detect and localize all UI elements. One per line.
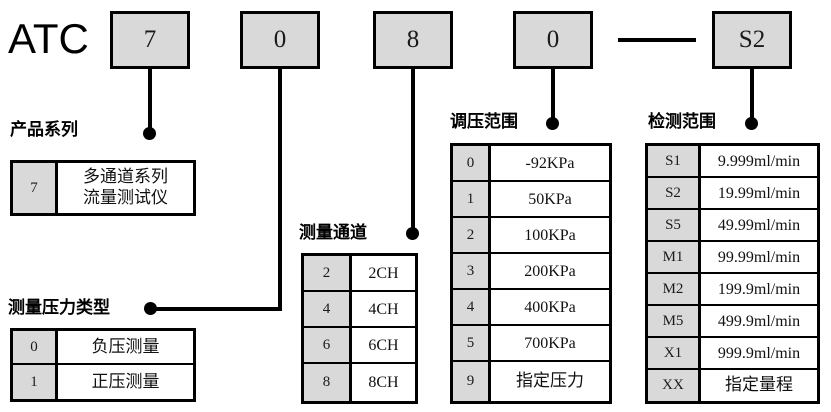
- cell-desc: 2CH: [352, 256, 415, 290]
- table-row: 6 6CH: [304, 328, 415, 364]
- cell-code: 8: [304, 364, 352, 401]
- table-row: 1 正压测量: [13, 365, 193, 399]
- cell-desc: 多通道系列 流量测试仪: [58, 163, 193, 213]
- table-row: 1 50KPa: [453, 182, 609, 218]
- cell-desc: 指定压力: [491, 362, 609, 401]
- connector-detection-range-vertical: [750, 69, 754, 123]
- cell-desc: 4CH: [352, 292, 415, 326]
- cell-code: 7: [13, 163, 58, 213]
- cell-desc: 400KPa: [491, 290, 609, 324]
- cell-desc: 负压测量: [58, 331, 193, 363]
- connector-pressure-type-horizontal: [150, 307, 282, 311]
- caption-detection-range: 检测范围: [648, 112, 716, 131]
- table-row: XX 指定量程: [648, 370, 817, 401]
- caption-measure-channel: 测量通道: [299, 223, 367, 242]
- model-prefix-atc: ATC: [8, 15, 89, 62]
- cell-desc: 200KPa: [491, 254, 609, 288]
- caption-pressure-type: 测量压力类型: [8, 298, 110, 317]
- cell-code: 4: [453, 290, 491, 324]
- table-row: 9 指定压力: [453, 362, 609, 401]
- cell-code: M2: [648, 274, 701, 304]
- connector-pressure-type-dot: [144, 302, 157, 315]
- cell-desc: 49.99ml/min: [701, 210, 817, 240]
- table-product-series: 7 多通道系列 流量测试仪: [10, 160, 196, 216]
- cell-code: 0: [13, 331, 58, 363]
- table-pressure-type: 0 负压测量 1 正压测量: [10, 328, 196, 402]
- cell-code: S1: [648, 146, 701, 176]
- cell-desc: 9.999ml/min: [701, 146, 817, 176]
- table-measure-channel: 2 2CH 4 4CH 6 6CH 8 8CH: [301, 253, 418, 404]
- cell-desc: 999.9ml/min: [701, 338, 817, 368]
- connector-pressure-range-vertical: [551, 69, 555, 123]
- cell-desc: 50KPa: [491, 182, 609, 216]
- cell-code: 0: [453, 146, 491, 180]
- separator-dash: [618, 38, 696, 42]
- code-box-detection-range[interactable]: S2: [712, 11, 792, 69]
- cell-code: 2: [453, 218, 491, 252]
- connector-series-vertical: [148, 69, 152, 133]
- table-row: 8 8CH: [304, 364, 415, 401]
- cell-desc: 指定量程: [701, 370, 817, 401]
- connector-pressure-range-dot: [546, 117, 559, 130]
- cell-code: 9: [453, 362, 491, 401]
- table-row: 4 4CH: [304, 292, 415, 328]
- table-row: S2 19.99ml/min: [648, 178, 817, 210]
- connector-detection-range-dot: [745, 117, 758, 130]
- cell-desc: 100KPa: [491, 218, 609, 252]
- code-box-pressure-type[interactable]: 0: [240, 11, 320, 69]
- caption-pressure-range: 调压范围: [450, 112, 518, 131]
- table-row: 4 400KPa: [453, 290, 609, 326]
- cell-code: 1: [13, 365, 58, 399]
- cell-desc: 99.99ml/min: [701, 242, 817, 272]
- code-box-channel[interactable]: 8: [373, 11, 453, 69]
- cell-code: S2: [648, 178, 701, 208]
- cell-desc: 700KPa: [491, 326, 609, 360]
- table-row: 2 100KPa: [453, 218, 609, 254]
- code-box-series[interactable]: 7: [110, 11, 190, 69]
- cell-desc: 499.9ml/min: [701, 306, 817, 336]
- cell-code: 2: [304, 256, 352, 290]
- table-row: S1 9.999ml/min: [648, 146, 817, 178]
- code-box-pressure-range[interactable]: 0: [513, 11, 593, 69]
- table-row: 0 负压测量: [13, 331, 193, 365]
- cell-code: 5: [453, 326, 491, 360]
- table-detection-range: S1 9.999ml/min S2 19.99ml/min S5 49.99ml…: [645, 143, 820, 404]
- cell-desc: -92KPa: [491, 146, 609, 180]
- connector-channel-vertical: [411, 69, 415, 234]
- cell-desc: 199.9ml/min: [701, 274, 817, 304]
- cell-code: M1: [648, 242, 701, 272]
- cell-code: X1: [648, 338, 701, 368]
- table-row: X1 999.9ml/min: [648, 338, 817, 370]
- cell-desc: 6CH: [352, 328, 415, 362]
- cell-desc: 正压测量: [58, 365, 193, 399]
- table-row: 5 700KPa: [453, 326, 609, 362]
- table-row: 3 200KPa: [453, 254, 609, 290]
- table-pressure-range: 0 -92KPa 1 50KPa 2 100KPa 3 200KPa 4 400…: [450, 143, 612, 404]
- connector-channel-dot: [406, 227, 419, 240]
- cell-desc: 8CH: [352, 364, 415, 401]
- cell-code: S5: [648, 210, 701, 240]
- cell-code: 6: [304, 328, 352, 362]
- table-row: S5 49.99ml/min: [648, 210, 817, 242]
- caption-product-series: 产品系列: [10, 120, 78, 139]
- table-row: 2 2CH: [304, 256, 415, 292]
- table-row: M5 499.9ml/min: [648, 306, 817, 338]
- cell-code: 3: [453, 254, 491, 288]
- connector-series-dot: [143, 127, 156, 140]
- cell-code: 1: [453, 182, 491, 216]
- cell-code: XX: [648, 370, 701, 401]
- table-row: M2 199.9ml/min: [648, 274, 817, 306]
- cell-code: M5: [648, 306, 701, 336]
- cell-code: 4: [304, 292, 352, 326]
- table-row: M1 99.99ml/min: [648, 242, 817, 274]
- table-row: 0 -92KPa: [453, 146, 609, 182]
- connector-pressure-type-vertical: [278, 69, 282, 311]
- cell-desc: 19.99ml/min: [701, 178, 817, 208]
- table-row: 7 多通道系列 流量测试仪: [13, 163, 193, 213]
